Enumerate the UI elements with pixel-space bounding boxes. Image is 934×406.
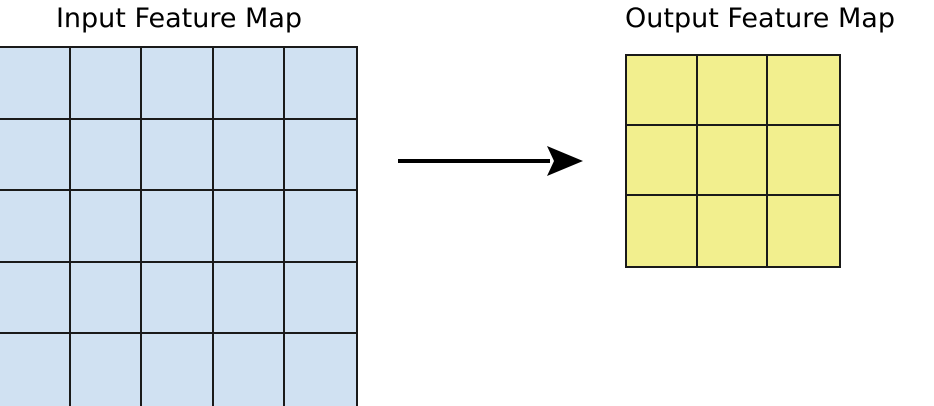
input-cell (71, 262, 143, 335)
output-cell (627, 56, 698, 126)
output-cell (627, 126, 698, 196)
input-cell (0, 48, 72, 120)
input-cell (284, 48, 356, 120)
output-cell (697, 56, 769, 126)
input-cell (213, 262, 285, 335)
input-cell (142, 262, 214, 335)
output-cell (697, 196, 769, 266)
input-cell (0, 119, 72, 192)
input-cell (71, 191, 143, 263)
output-cell (768, 126, 839, 196)
output-cell (627, 196, 698, 266)
input-cell (284, 334, 356, 406)
output-cell (697, 126, 769, 196)
input-feature-map-title: Input Feature Map (55, 3, 303, 34)
output-cell (768, 196, 839, 266)
input-cell (0, 334, 72, 406)
input-feature-map-grid (0, 46, 358, 406)
input-cell (284, 191, 356, 263)
output-feature-map-title: Output Feature Map (625, 3, 895, 34)
input-cell (71, 48, 143, 120)
input-cell (284, 262, 356, 335)
transform-arrow-icon (398, 146, 583, 176)
output-feature-map-grid (625, 54, 841, 268)
input-cell (213, 119, 285, 192)
input-cell (142, 191, 214, 263)
input-cell (71, 119, 143, 192)
input-cell (284, 119, 356, 192)
input-cell (0, 262, 72, 335)
input-cell (213, 191, 285, 263)
input-cell (0, 191, 72, 263)
input-cell (213, 48, 285, 120)
input-cell (71, 334, 143, 406)
output-cell (768, 56, 839, 126)
input-cell (142, 334, 214, 406)
input-cell (142, 119, 214, 192)
input-cell (213, 334, 285, 406)
input-cell (142, 48, 214, 120)
